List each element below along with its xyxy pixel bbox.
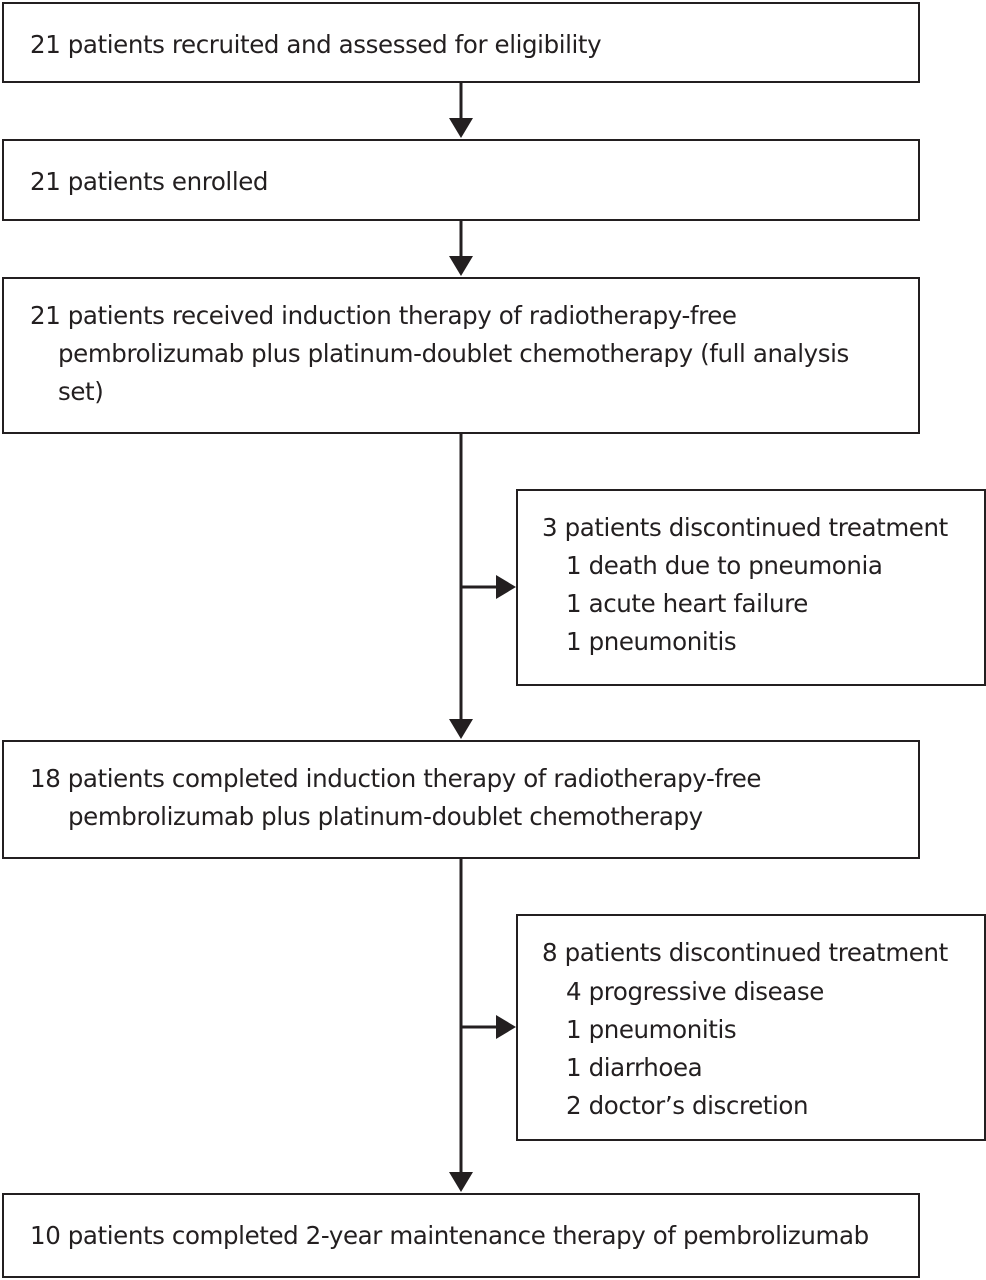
induction-received-box: 21 patients received induction therapy o… (2, 277, 920, 434)
maintenance-completed-box: 10 patients completed 2-year maintenance… (2, 1193, 920, 1278)
discontinued-1-reason: 1 pneumonitis (566, 627, 737, 656)
arrow-down-icon (449, 719, 473, 739)
recruited-text: 21 patients recruited and assessed for e… (30, 30, 602, 59)
induction-completed-line-1: 18 patients completed induction therapy … (30, 764, 762, 793)
induction-received-line-2: pembrolizumab plus platinum-doublet chem… (58, 339, 849, 368)
discontinued-2-reason: 2 doctor’s discretion (566, 1091, 809, 1120)
arrow-right-icon (496, 1015, 516, 1039)
induction-completed-box: 18 patients completed induction therapy … (2, 740, 920, 859)
induction-received-line-1: 21 patients received induction therapy o… (30, 301, 737, 330)
discontinued-2-reason: 4 progressive disease (566, 977, 824, 1006)
arrow-down-icon (449, 256, 473, 276)
induction-completed-line-2: pembrolizumab plus platinum-doublet chem… (68, 802, 703, 831)
arrow-down-icon (449, 118, 473, 138)
discontinued-box-2: 8 patients discontinued treatment 4 prog… (516, 914, 986, 1141)
discontinued-2-reason: 1 diarrhoea (566, 1053, 703, 1082)
enrolled-text: 21 patients enrolled (30, 167, 269, 196)
discontinued-2-header: 8 patients discontinued treatment (542, 938, 948, 967)
recruited-box: 21 patients recruited and assessed for e… (2, 2, 920, 83)
maintenance-completed-text: 10 patients completed 2-year maintenance… (30, 1221, 869, 1250)
arrow-right-icon (496, 575, 516, 599)
induction-received-line-3: set) (58, 377, 104, 406)
discontinued-box-1: 3 patients discontinued treatment 1 deat… (516, 489, 986, 686)
arrow-down-icon (449, 1172, 473, 1192)
discontinued-2-reason: 1 pneumonitis (566, 1015, 737, 1044)
enrolled-box: 21 patients enrolled (2, 139, 920, 221)
discontinued-1-reason: 1 death due to pneumonia (566, 551, 883, 580)
discontinued-1-reason: 1 acute heart failure (566, 589, 808, 618)
discontinued-1-header: 3 patients discontinued treatment (542, 513, 948, 542)
